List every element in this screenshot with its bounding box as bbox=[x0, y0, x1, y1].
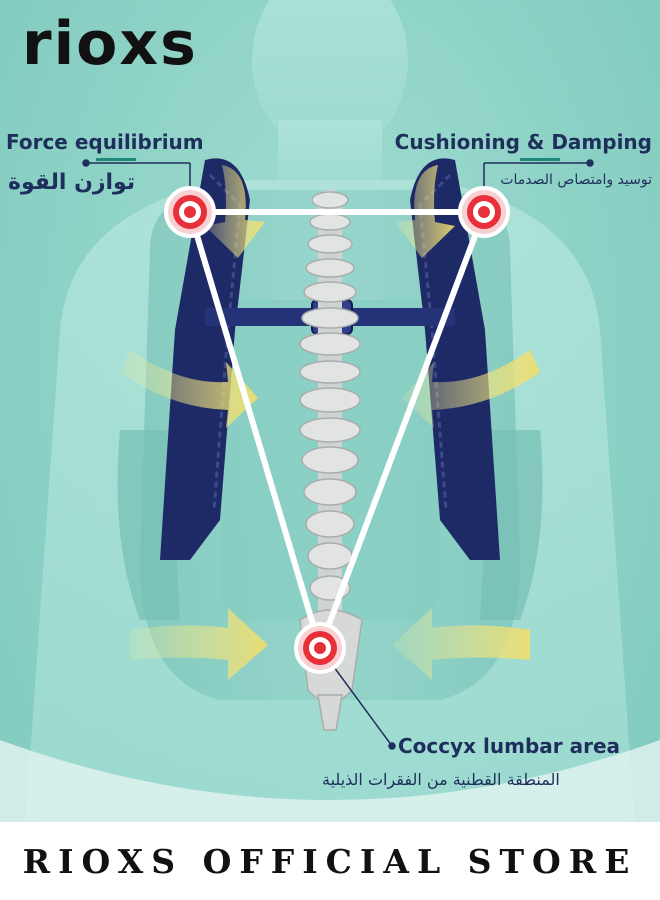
force-arrow-icon bbox=[120, 165, 540, 680]
target-marker-icon bbox=[164, 186, 510, 674]
force-triangle bbox=[187, 209, 487, 651]
store-name-footer: RIOXS OFFICIAL STORE bbox=[22, 842, 638, 881]
brand-logo: rioxs bbox=[22, 9, 198, 79]
cushioning-damping-label: Cushioning & Damping bbox=[394, 130, 652, 154]
cushioning-damping-label-arabic: توسيد وامتصاص الصدمات bbox=[500, 172, 652, 188]
shoulder-straps bbox=[160, 158, 500, 561]
force-equilibrium-label: Force equilibrium bbox=[6, 130, 204, 154]
coccyx-lumbar-label: Coccyx lumbar area bbox=[398, 734, 621, 758]
footer-band bbox=[0, 822, 660, 900]
spine-icon bbox=[299, 190, 363, 731]
force-equilibrium-label-arabic: توازن القوة bbox=[8, 170, 136, 195]
coccyx-lumbar-label-arabic: المنطقة القطنية من الفقرات الذيلية bbox=[322, 770, 560, 789]
